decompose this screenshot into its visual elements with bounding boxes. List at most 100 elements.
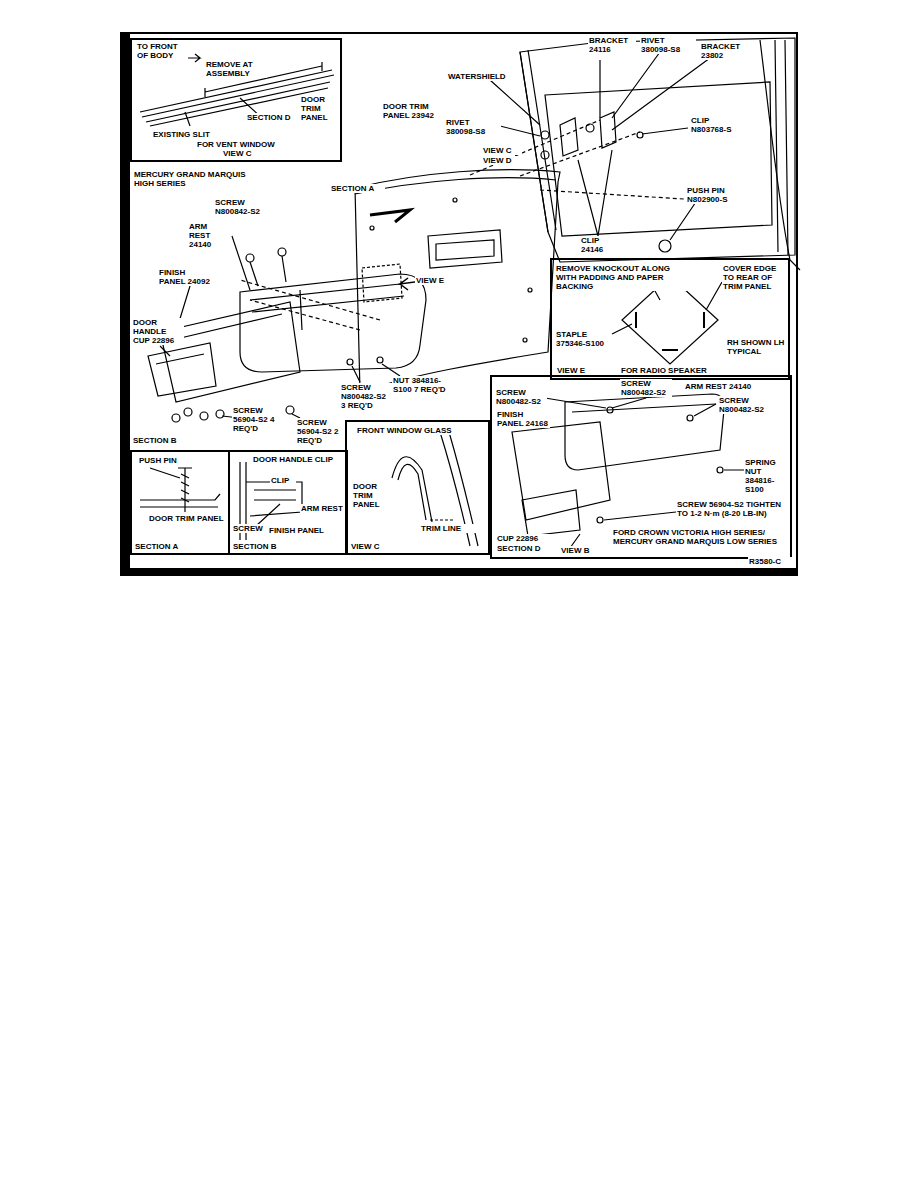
clip-hole: [523, 338, 527, 342]
door-opening: [545, 82, 772, 236]
screw: [347, 359, 353, 365]
inset-label: STAPLE 375346-S100: [555, 330, 611, 348]
inset-box: REMOVE KNOCKOUT ALONG WITH PADDING AND P…: [550, 258, 790, 380]
part-label: SCREW N800482-S2 3 REQ'D: [340, 383, 392, 410]
inset-box: FRONT WINDOW GLASSDOOR TRIM PANELTRIM LI…: [345, 420, 490, 555]
part-label: CLIP 24146: [580, 236, 618, 254]
inset-label: SECTION D: [246, 113, 298, 122]
inset-label: DOOR HANDLE CLIP: [252, 455, 342, 464]
door-edge: [760, 40, 800, 270]
panel-flange: [355, 178, 556, 194]
part-label: SECTION B: [132, 436, 192, 445]
frame-line: [120, 33, 798, 576]
part-label: DOOR TRIM PANEL 23942: [382, 102, 444, 120]
inset-label: FOR VENT WINDOW: [196, 140, 280, 149]
part-label: NUT 384816-S100 7 REQ'D: [392, 376, 448, 394]
inset-label: EXISTING SLIT: [152, 130, 222, 139]
part-label: WATERSHIELD: [447, 72, 517, 81]
inset-label: SCREW N800482-S2: [718, 396, 772, 414]
part-label: R3580-C: [748, 557, 796, 566]
staple: [636, 290, 704, 350]
trim-line: [430, 519, 455, 520]
screw: [246, 254, 254, 262]
arm-rest: [240, 274, 426, 372]
inset-label: SECTION D: [496, 544, 550, 553]
part-label: VIEW D: [482, 156, 522, 165]
screw: [286, 406, 294, 414]
leader-line: [160, 236, 400, 418]
inset-label: FINISH PANEL 24168: [496, 410, 550, 428]
part-label: RIVET 380098-S8: [640, 36, 696, 54]
part-label: SECTION A: [330, 184, 385, 193]
inset-box: TO FRONT OF BODY REMOVE AT ASSEMBLY DOOR T…: [130, 38, 342, 162]
rivet: [541, 131, 549, 139]
illustration-group: [120, 32, 800, 576]
screw-section: [256, 482, 282, 526]
inset-label: SECTION A: [134, 542, 194, 551]
clip-hole: [528, 288, 532, 292]
part-label: CLIP N803768-S: [690, 116, 746, 134]
rivet: [541, 151, 549, 159]
door-inner-panel: [520, 38, 795, 262]
part-label: VIEW C: [482, 146, 522, 155]
part-label: VIEW E: [415, 276, 455, 285]
part-label: DOOR HANDLE CUP 22896: [132, 318, 184, 345]
inset-label: DOOR TRIM PANEL: [352, 482, 390, 509]
inset-label: RH SHOWN LH TYPICAL: [726, 338, 786, 356]
inset-label: ARM REST 24140: [684, 382, 770, 391]
inset-label: FOR RADIO SPEAKER: [620, 366, 716, 375]
screw: [200, 412, 208, 420]
clip-hole: [453, 198, 457, 202]
inset-label: CUP 22896: [496, 534, 550, 543]
assembly-line: [240, 120, 700, 330]
inset-label: VIEW C: [350, 542, 390, 551]
inset-box: PUSH PIN DOOR TRIM PANEL SECTION A: [130, 450, 230, 555]
push-pin: [178, 468, 192, 512]
inset-label: TO FRONT OF BODY: [136, 42, 188, 60]
door-handle-cup: [148, 343, 216, 396]
inset-label: REMOVE KNOCKOUT ALONG WITH PADDING AND P…: [555, 264, 687, 291]
inset-label: DOOR TRIM PANEL: [300, 95, 338, 122]
inset-box: DOOR HANDLE CLIPCLIPARM RESTSCREWFINISH …: [228, 450, 348, 555]
handle-opening: [428, 230, 502, 268]
inset-label: FINISH PANEL: [268, 526, 340, 535]
inset-label: COVER EDGE TO REAR OF TRIM PANEL: [722, 264, 786, 291]
part-label: PUSH PIN N802900-S: [686, 186, 748, 204]
inset-label: SECTION B: [232, 542, 292, 551]
screw: [687, 415, 693, 421]
part-label: SCREW 56904-S2 4 REQ'D: [232, 406, 276, 433]
door-trim-panel: [355, 170, 560, 392]
inset-label: VIEW B: [560, 546, 598, 555]
inset-label: FRONT WINDOW GLASS: [356, 426, 476, 435]
spacer: [130, 166, 490, 167]
trim-panel-edge: [392, 457, 432, 522]
section-arrow: [370, 210, 410, 222]
door-handle-cup: [522, 490, 580, 536]
screw: [216, 410, 224, 418]
inset-label: SCREW 56904-S2 TIGHTEN TO 1-2 N·m (8-20 …: [676, 500, 786, 518]
inset-label: CLIP: [270, 476, 296, 485]
leader-line: [545, 398, 744, 548]
inset-label: SPRING NUT 384816-S100: [744, 458, 788, 494]
screw: [278, 248, 286, 256]
inset-label: REMOVE AT ASSEMBLY: [205, 60, 267, 78]
inset-label: SCREW N800482-S2: [620, 379, 672, 397]
leader-line: [578, 52, 710, 240]
part-label: FINISH PANEL 24092: [158, 268, 214, 286]
door-frame-line: [520, 40, 788, 255]
spring-nut: [717, 467, 723, 473]
inset-label: SCREW N800482-S2: [495, 388, 547, 406]
frame-bar: [120, 32, 130, 576]
part-label: BRACKET 24116: [588, 36, 636, 54]
frame-bar: [120, 568, 798, 576]
part-label: ARM REST 24140: [188, 222, 230, 249]
inset-label: SCREW: [232, 524, 268, 533]
inset-label: PUSH PIN: [138, 456, 178, 465]
inset-box: SCREW N800482-S2SCREW N800482-S2ARM REST…: [490, 375, 792, 559]
inset-label: VIEW E: [556, 366, 596, 375]
trim-panel-section: [140, 468, 220, 507]
part-label: RIVET 380098-S8: [445, 118, 501, 136]
inset-label: DOOR TRIM PANEL: [148, 514, 226, 523]
finish-panel: [512, 422, 610, 520]
part-label: SCREW 56904-S2 2 REQ'D: [296, 418, 340, 445]
